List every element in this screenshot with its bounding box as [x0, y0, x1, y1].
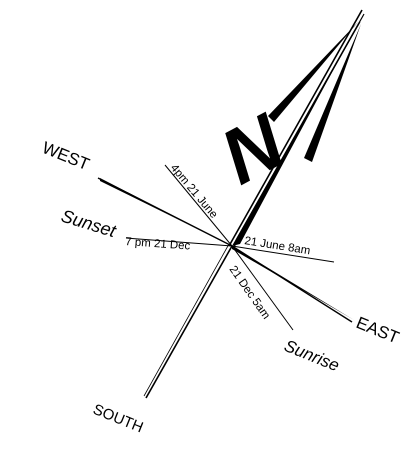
- west-label: WEST: [40, 138, 93, 174]
- south-needle-shadow: [144, 244, 229, 396]
- sunrise-label: Sunrise: [282, 336, 343, 375]
- south-needle: [146, 246, 232, 398]
- north-south-needle: [144, 10, 364, 398]
- june-8am-label: 21 June 8am: [244, 235, 312, 257]
- june-4pm-label: 4pm 21 June: [168, 162, 220, 221]
- sunset-label: Sunset: [59, 206, 119, 242]
- south-label: SOUTH: [91, 401, 146, 436]
- dec-5am-label: 21 Dec 5am: [227, 264, 272, 322]
- north-letter: N: [207, 96, 300, 201]
- east-label: EAST: [354, 313, 402, 347]
- north-arrow-right-bar: [304, 24, 361, 162]
- dec-7pm-label: 7 pm 21 Dec: [125, 236, 191, 253]
